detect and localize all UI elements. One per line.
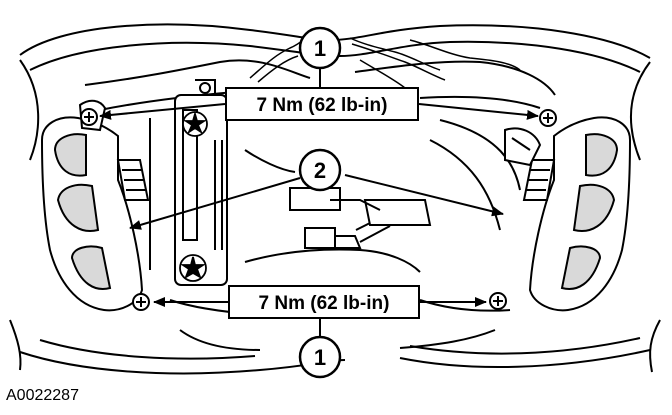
figure-id: A0022287: [6, 387, 79, 404]
torque-spec: 7 Nm (62 lb-in): [259, 293, 390, 314]
hub-housing: [84, 59, 556, 351]
clip-icon: [179, 110, 208, 282]
left-switch-assembly: [40, 99, 150, 312]
torque-spec: 7 Nm (62 lb-in): [257, 95, 388, 116]
arrow-callout2-right: [344, 174, 504, 217]
arrow-top-right: [418, 103, 539, 120]
wiring-harness: [249, 34, 521, 89]
callout-number: 2: [314, 158, 326, 183]
arrow-callout2-left: [129, 177, 301, 230]
electrical-connector-icon: [289, 187, 432, 249]
callout-2: 2: [298, 148, 342, 192]
torque-label-top: 7 Nm (62 lb-in): [225, 87, 419, 121]
callout-number: 1: [314, 345, 326, 370]
callout-number: 1: [314, 36, 326, 61]
arrow-top-left: [99, 103, 226, 120]
torque-label-bottom: 7 Nm (62 lb-in): [228, 285, 420, 319]
clock-spring-bracket: [174, 79, 228, 286]
callout-1-bottom: 1: [298, 335, 342, 379]
leader-lines: [99, 67, 539, 338]
screw-icon: [80, 108, 557, 311]
callout-1-top: 1: [298, 26, 342, 70]
right-switch-assembly: [504, 116, 632, 312]
